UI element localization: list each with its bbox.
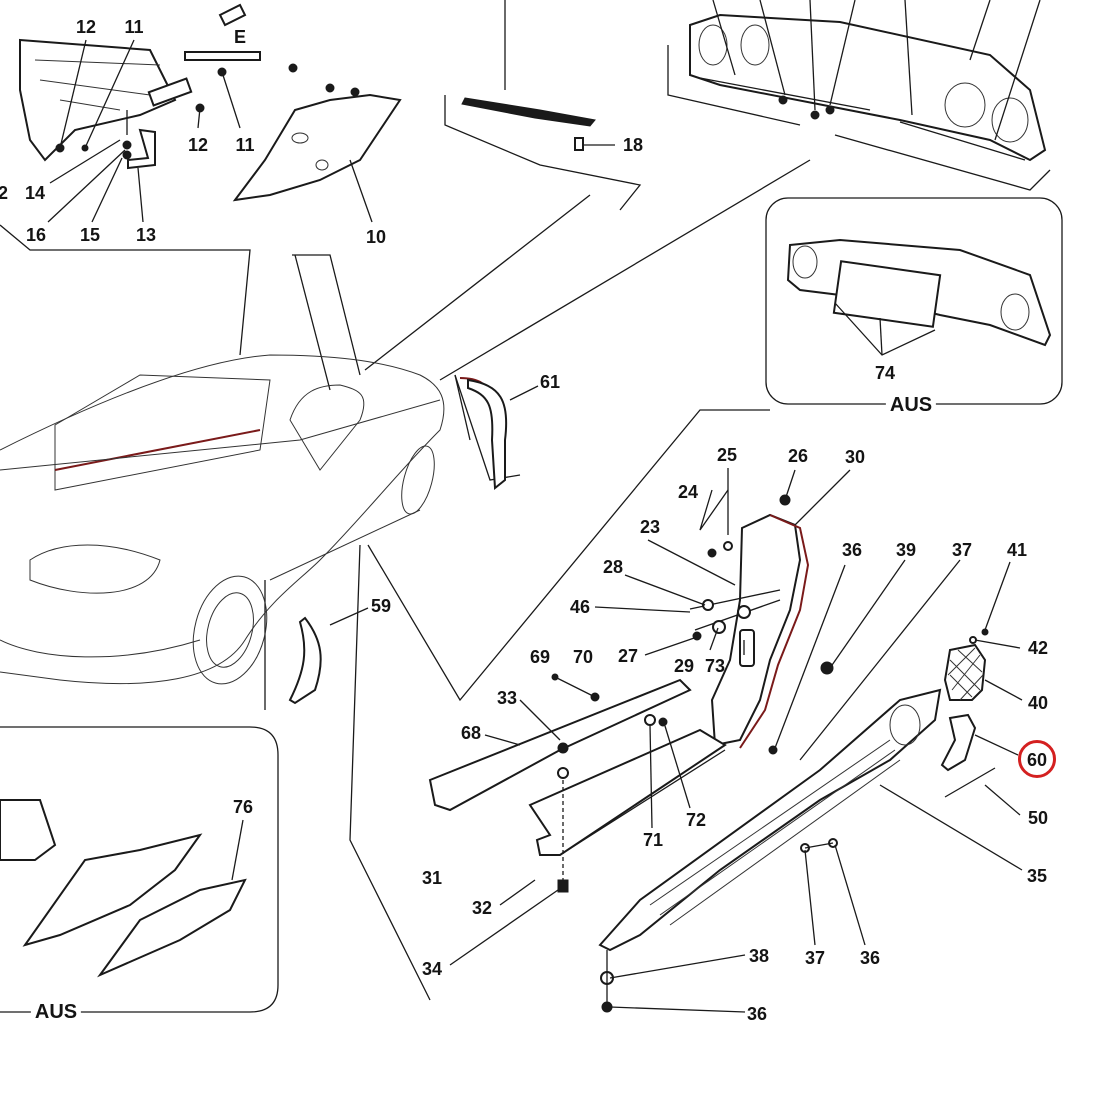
- part-label: 11: [124, 17, 144, 37]
- part-label: 25: [716, 445, 738, 465]
- part-label: 76: [232, 797, 254, 817]
- part-label: 16: [25, 225, 47, 245]
- leader-lines: [47, 39, 1023, 1013]
- part-label: 29: [673, 656, 695, 676]
- part-label: 14: [24, 183, 46, 203]
- part-label: 33: [496, 688, 518, 708]
- part-label: 41: [1006, 540, 1028, 560]
- part-rear-panel: [689, 0, 1047, 162]
- inset-label-aus: AUS: [885, 395, 937, 415]
- part-label: 37: [804, 948, 826, 968]
- part-label: 12: [187, 135, 209, 155]
- part-label: E: [233, 27, 247, 47]
- part-label: 27: [617, 646, 639, 666]
- part-label: 23: [639, 517, 661, 537]
- part-label: 46: [569, 597, 591, 617]
- part-label: 28: [602, 557, 624, 577]
- inset-label-aus: AUS: [30, 1002, 82, 1022]
- part-label: 40: [1027, 693, 1049, 713]
- part-label: 59: [370, 596, 392, 616]
- part-label: 31: [421, 868, 443, 888]
- part-label: 15: [79, 225, 101, 245]
- bracket-panel-part: [19, 3, 298, 170]
- part-label: 2: [0, 183, 9, 203]
- part-label: 11: [235, 135, 255, 155]
- part-50-strip: [944, 767, 996, 798]
- part-label: 36: [841, 540, 863, 560]
- part-label: 74: [874, 363, 896, 383]
- part-61-arch: [467, 378, 508, 490]
- part-label: 13: [135, 225, 157, 245]
- part-label: 35: [1026, 866, 1048, 886]
- part-label: 34: [421, 959, 443, 979]
- part-label: 39: [895, 540, 917, 560]
- part-label: 72: [685, 810, 707, 830]
- part-label: 32: [471, 898, 493, 918]
- part-label: 30: [844, 447, 866, 467]
- inset-rear-panel: [765, 197, 1063, 405]
- part-label: 26: [787, 446, 809, 466]
- part-label: 37: [951, 540, 973, 560]
- part-10-panel: [232, 83, 402, 202]
- part-label: 69: [529, 647, 551, 667]
- part-label: 70: [572, 647, 594, 667]
- part-68-sill-cover: [428, 673, 692, 812]
- part-label: 73: [704, 656, 726, 676]
- part-label: 10: [365, 227, 387, 247]
- part-label: 36: [859, 948, 881, 968]
- part-grille: [461, 0, 596, 151]
- part-30-inner-panel: [689, 494, 810, 749]
- part-label: 42: [1027, 638, 1049, 658]
- car-illustration: [0, 354, 491, 685]
- part-label: 38: [748, 946, 770, 966]
- highlight-circle: [1018, 740, 1056, 778]
- part-40-grille: [943, 628, 989, 701]
- part-label: 12: [75, 17, 97, 37]
- part-35-side-skirt: [598, 661, 942, 1013]
- part-label: 24: [677, 482, 699, 502]
- inset-inner-panel: [0, 726, 279, 1013]
- part-60-bracket: [940, 713, 977, 772]
- part-label: 71: [642, 830, 664, 850]
- part-59-arch: [288, 616, 322, 705]
- part-label: 18: [622, 135, 644, 155]
- part-label: 61: [539, 372, 561, 392]
- part-label: 68: [460, 723, 482, 743]
- part-label: 36: [746, 1004, 768, 1024]
- part-label: 50: [1027, 808, 1049, 828]
